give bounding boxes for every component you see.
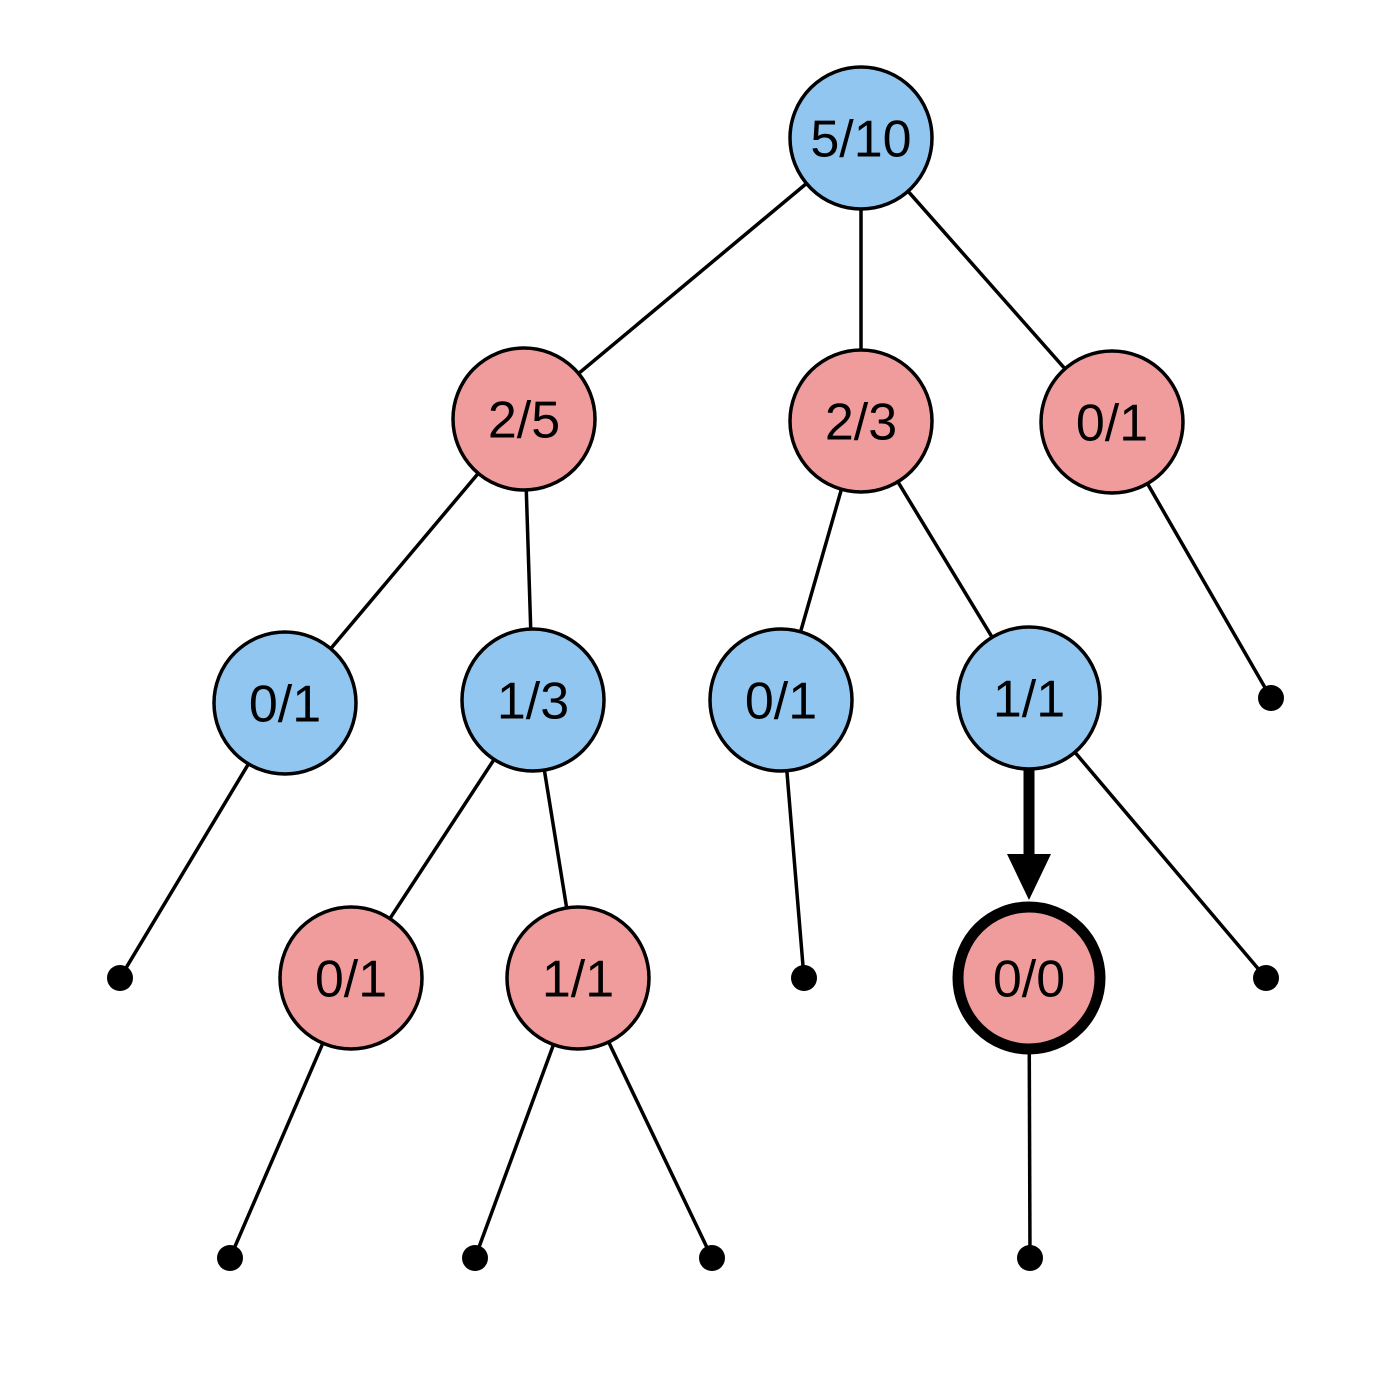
tree-node-0-1 xyxy=(212,630,358,776)
leaf-dot xyxy=(791,965,817,991)
node-label: 5/10 xyxy=(810,111,911,169)
node-label: 1/1 xyxy=(993,671,1065,729)
tree-node-1-1 xyxy=(505,905,651,1051)
node-label: 0/1 xyxy=(249,676,321,734)
tree-node-highlighted-0-0 xyxy=(952,901,1106,1055)
tree-node-0-1 xyxy=(1039,349,1185,495)
node-label: 1/1 xyxy=(542,951,614,1009)
tree-node-5-10 xyxy=(788,65,934,211)
selection-arrow-head xyxy=(1007,854,1051,900)
tree-node-1-1 xyxy=(956,625,1102,771)
leaf-dot xyxy=(107,965,133,991)
node-label: 0/0 xyxy=(993,951,1065,1009)
node-label: 0/1 xyxy=(745,673,817,731)
tree-node-2-3 xyxy=(788,348,934,494)
tree-node-1-3 xyxy=(460,627,606,773)
node-label: 2/3 xyxy=(825,394,897,452)
node-label: 0/1 xyxy=(1076,395,1148,453)
node-label: 0/1 xyxy=(315,951,387,1009)
leaf-dot xyxy=(699,1245,725,1271)
tree-edge xyxy=(522,136,863,421)
tree-node-0-1 xyxy=(278,905,424,1051)
leaf-dot xyxy=(1253,965,1279,991)
leaf-dot xyxy=(1017,1245,1043,1271)
leaf-dot xyxy=(217,1245,243,1271)
node-label: 2/5 xyxy=(488,392,560,450)
tree-node-0-1 xyxy=(708,627,854,773)
leaf-dot xyxy=(1258,685,1284,711)
leaf-dot xyxy=(462,1245,488,1271)
tree-node-2-5 xyxy=(451,346,597,492)
node-label: 1/3 xyxy=(497,673,569,731)
